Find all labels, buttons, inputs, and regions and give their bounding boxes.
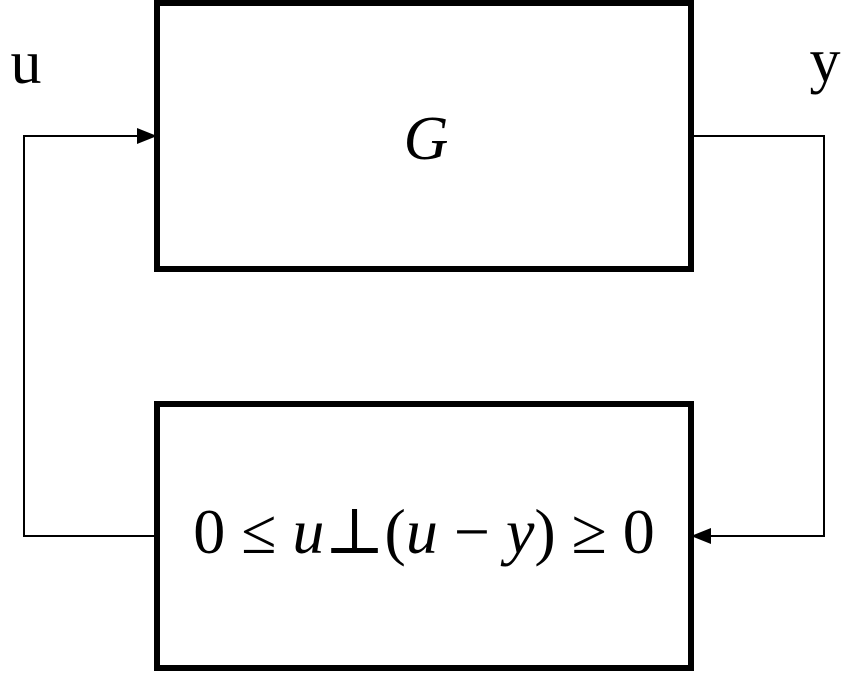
expr-var-y: y	[500, 496, 535, 567]
input-arrowhead	[137, 128, 157, 144]
input-signal-label: u	[11, 29, 42, 97]
expr-zero-left: 0	[193, 496, 225, 567]
expr-right-paren: )	[534, 496, 555, 567]
expr-zero-right: 0	[623, 496, 655, 567]
plant-block	[154, 0, 694, 272]
plant-label: G	[404, 105, 449, 173]
constraint-block	[154, 401, 694, 671]
expr-geq-symbol: ≥	[572, 496, 607, 567]
expr-left-paren: (	[385, 496, 406, 567]
output-signal-label: y	[810, 27, 841, 95]
output-feedback-wire	[691, 135, 825, 537]
constraint-expression: 0 ≤ u⊥(u − y) ≥ 0	[193, 496, 655, 567]
input-feedback-wire	[23, 135, 157, 537]
expr-perp-symbol: ⊥	[324, 496, 384, 567]
expr-var-u-inner: u	[406, 496, 438, 567]
expr-leq-symbol: ≤	[241, 496, 276, 567]
expr-minus-symbol: −	[454, 496, 490, 567]
output-arrowhead	[691, 528, 711, 544]
expr-var-u: u	[292, 496, 324, 567]
